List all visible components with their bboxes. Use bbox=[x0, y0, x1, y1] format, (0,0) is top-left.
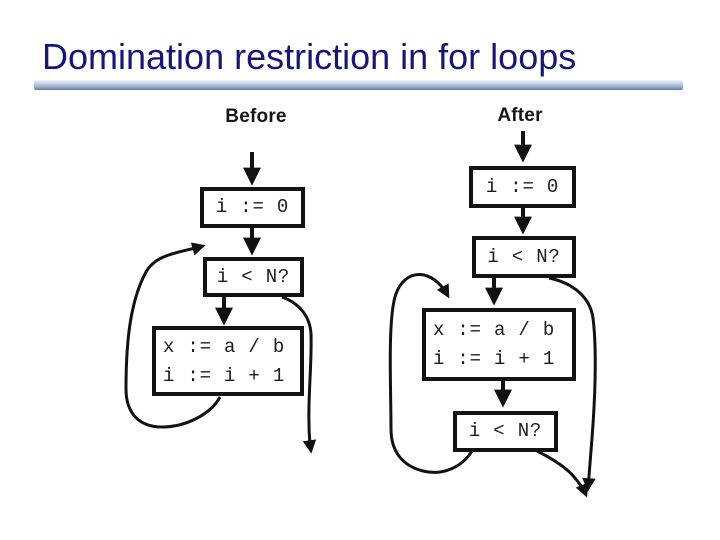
before-init-box: i := 0 bbox=[200, 187, 305, 228]
code-line: i := 0 bbox=[215, 196, 290, 218]
after-init-box: i := 0 bbox=[469, 166, 576, 208]
code-line: i := 0 bbox=[485, 175, 560, 198]
code-line: x := a / b bbox=[163, 335, 286, 358]
before-diagram-label: Before bbox=[225, 106, 287, 127]
after-diagram-label: After bbox=[497, 105, 543, 126]
after-test2-box: i < N? bbox=[453, 411, 558, 452]
code-line: x := a / b bbox=[433, 319, 556, 341]
code-line: i := i + 1 bbox=[433, 348, 556, 370]
code-line: i < N? bbox=[468, 420, 543, 442]
before-body-box: x := a / b i := i + 1 bbox=[152, 326, 304, 396]
code-line: i < N? bbox=[216, 265, 291, 288]
code-line: i < N? bbox=[487, 245, 561, 268]
before-test-box: i < N? bbox=[203, 257, 304, 297]
after-body-box: x := a / b i := i + 1 bbox=[422, 308, 576, 381]
code-line: i := i + 1 bbox=[163, 364, 286, 387]
after-test2-exit-curve bbox=[536, 449, 589, 498]
title-underline bbox=[34, 80, 683, 90]
after-test1-box: i < N? bbox=[472, 236, 576, 278]
slide-title: Domination restriction in for loops bbox=[42, 36, 577, 77]
